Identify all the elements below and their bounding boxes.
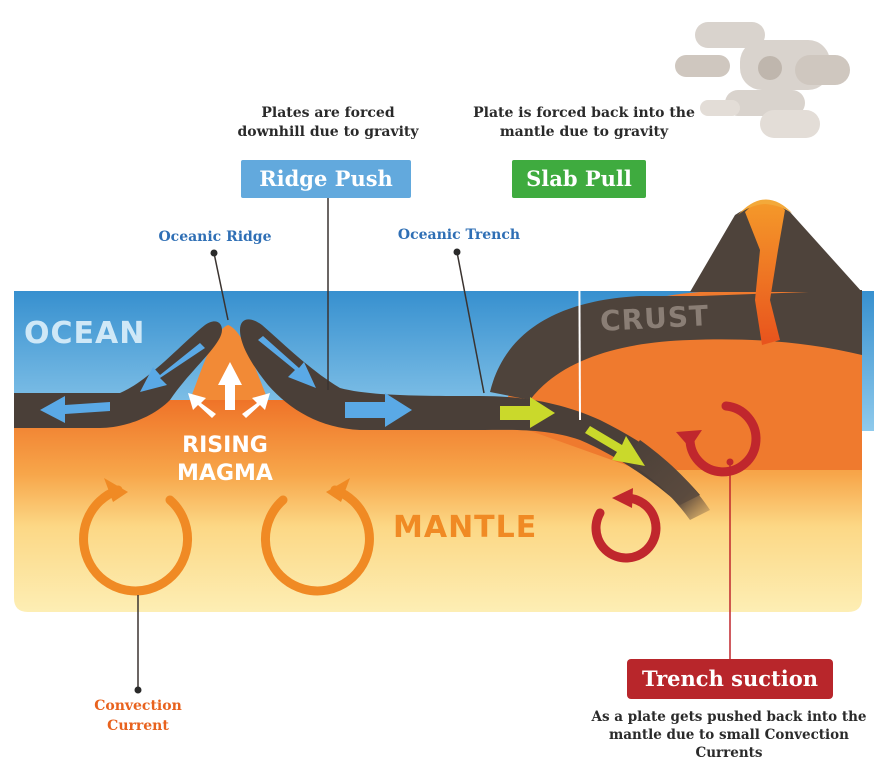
crust-label: CRUST bbox=[599, 299, 710, 338]
oceanic-trench-label: Oceanic Trench bbox=[384, 227, 534, 243]
oceanic-ridge-label: Oceanic Ridge bbox=[140, 229, 290, 245]
slab-pull-leader bbox=[579, 197, 580, 420]
convection-current-line1: Convection bbox=[78, 696, 198, 716]
rising-magma-label: RISING MAGMA bbox=[165, 432, 285, 488]
slab-pull-badge: Slab Pull bbox=[512, 160, 646, 198]
slab-pull-description: Plate is forced back into the mantle due… bbox=[470, 104, 698, 142]
ocean-label: OCEAN bbox=[24, 316, 145, 351]
ridge-push-badge: Ridge Push bbox=[241, 160, 411, 198]
smoke-cloud-icon bbox=[675, 22, 850, 138]
convection-current-line2: Current bbox=[78, 716, 198, 736]
mantle-label: MANTLE bbox=[393, 510, 537, 545]
rising-magma-line2: MAGMA bbox=[165, 460, 285, 488]
ridge-push-description: Plates are forced downhill due to gravit… bbox=[228, 104, 428, 142]
convection-current-label: Convection Current bbox=[78, 696, 198, 736]
rising-magma-line1: RISING bbox=[165, 432, 285, 460]
trench-suction-badge: Trench suction bbox=[627, 659, 833, 699]
trench-suction-description: As a plate gets pushed back into the man… bbox=[584, 708, 874, 762]
